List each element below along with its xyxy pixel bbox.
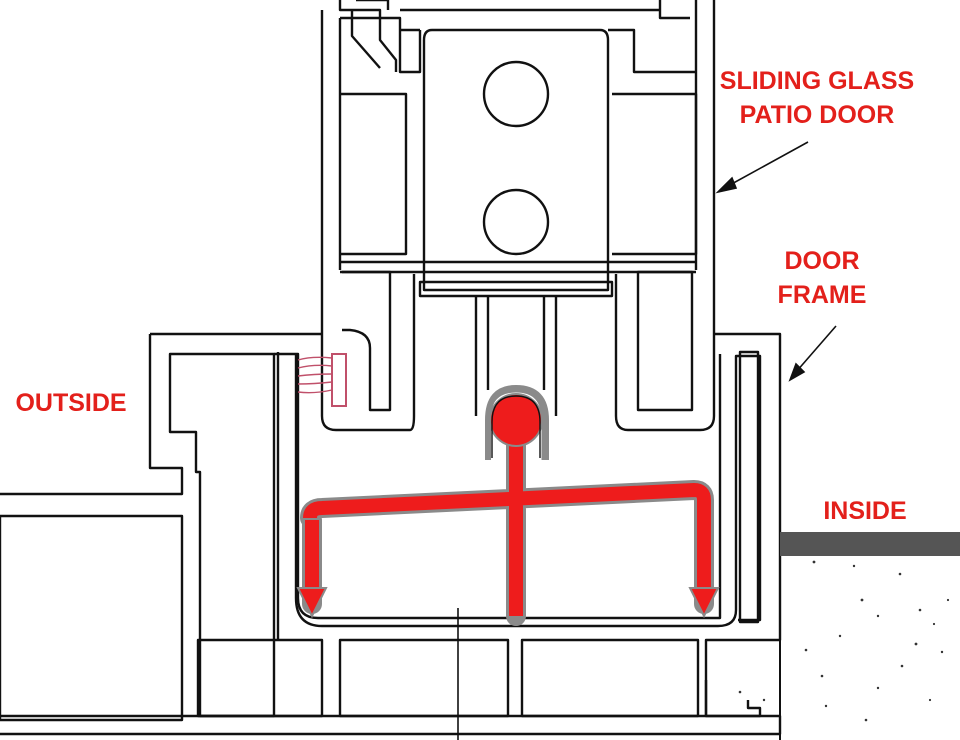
water-path-fill: [303, 432, 711, 616]
door-cavity-lines: [340, 92, 698, 274]
door-frame-label: DOOR FRAME: [772, 244, 872, 312]
outside-label: OUTSIDE: [15, 389, 127, 417]
door-right-fin: [636, 270, 694, 412]
door-panel: [320, 0, 716, 432]
sliding-door-label-line-1: SLIDING GLASS: [719, 67, 915, 95]
glazing-bead: [338, 0, 398, 72]
weatherstrip-brush: [297, 353, 347, 407]
sill-chamber-1: [196, 638, 324, 718]
roller-housing: [422, 28, 610, 292]
door-outer-left-wall: [320, 10, 416, 432]
roller-wheel-upper: [482, 60, 550, 128]
door-inner-right-wall: [658, 0, 698, 270]
door-top-band: [400, 8, 696, 74]
inside-label: INSIDE: [823, 497, 907, 525]
roller-axle-stem: [474, 296, 558, 416]
concrete-speckles: [738, 560, 950, 722]
door-frame-sill: [0, 332, 782, 736]
sill-hook: [704, 680, 762, 718]
callout-arrows: [715, 141, 837, 382]
frame-inside-slot: [738, 350, 760, 624]
door-outer-right-wall: [614, 0, 716, 432]
sliding-door-pointer-line: [727, 141, 809, 187]
door-frame-label-line-2: FRAME: [777, 281, 867, 309]
sliding-glass-patio-door-label: SLIDING GLASS PATIO DOOR: [712, 64, 922, 132]
door-lower-walls: [412, 274, 618, 416]
water-arrow-right: [688, 587, 720, 619]
roller-housing-bottom: [418, 280, 614, 298]
door-frame-pointer-line: [795, 325, 837, 373]
water-path-outline: [300, 422, 714, 626]
door-inner-left-wall: [338, 16, 422, 270]
sill-trough-outline: [276, 352, 762, 640]
sliding-door-label-line-2: PATIO DOOR: [739, 101, 895, 129]
outside-step: [0, 514, 184, 722]
sliding-door-pointer-arrowhead: [715, 176, 738, 194]
inside-floor-bar: [780, 532, 960, 556]
sill-drain-channel: [168, 352, 276, 718]
sill-trough-inner: [274, 352, 722, 620]
door-left-fin: [342, 270, 392, 412]
water-arrow-left: [296, 587, 328, 619]
track-rail-front: [485, 387, 547, 460]
sill-chamber-2: [338, 638, 510, 718]
water-drain-path: [296, 387, 720, 626]
sill-chamber-3: [520, 638, 700, 718]
door-frame-pointer-arrowhead: [788, 362, 806, 382]
roller-wheel-lower: [482, 188, 550, 256]
door-frame-label-line-1: DOOR: [784, 247, 860, 275]
